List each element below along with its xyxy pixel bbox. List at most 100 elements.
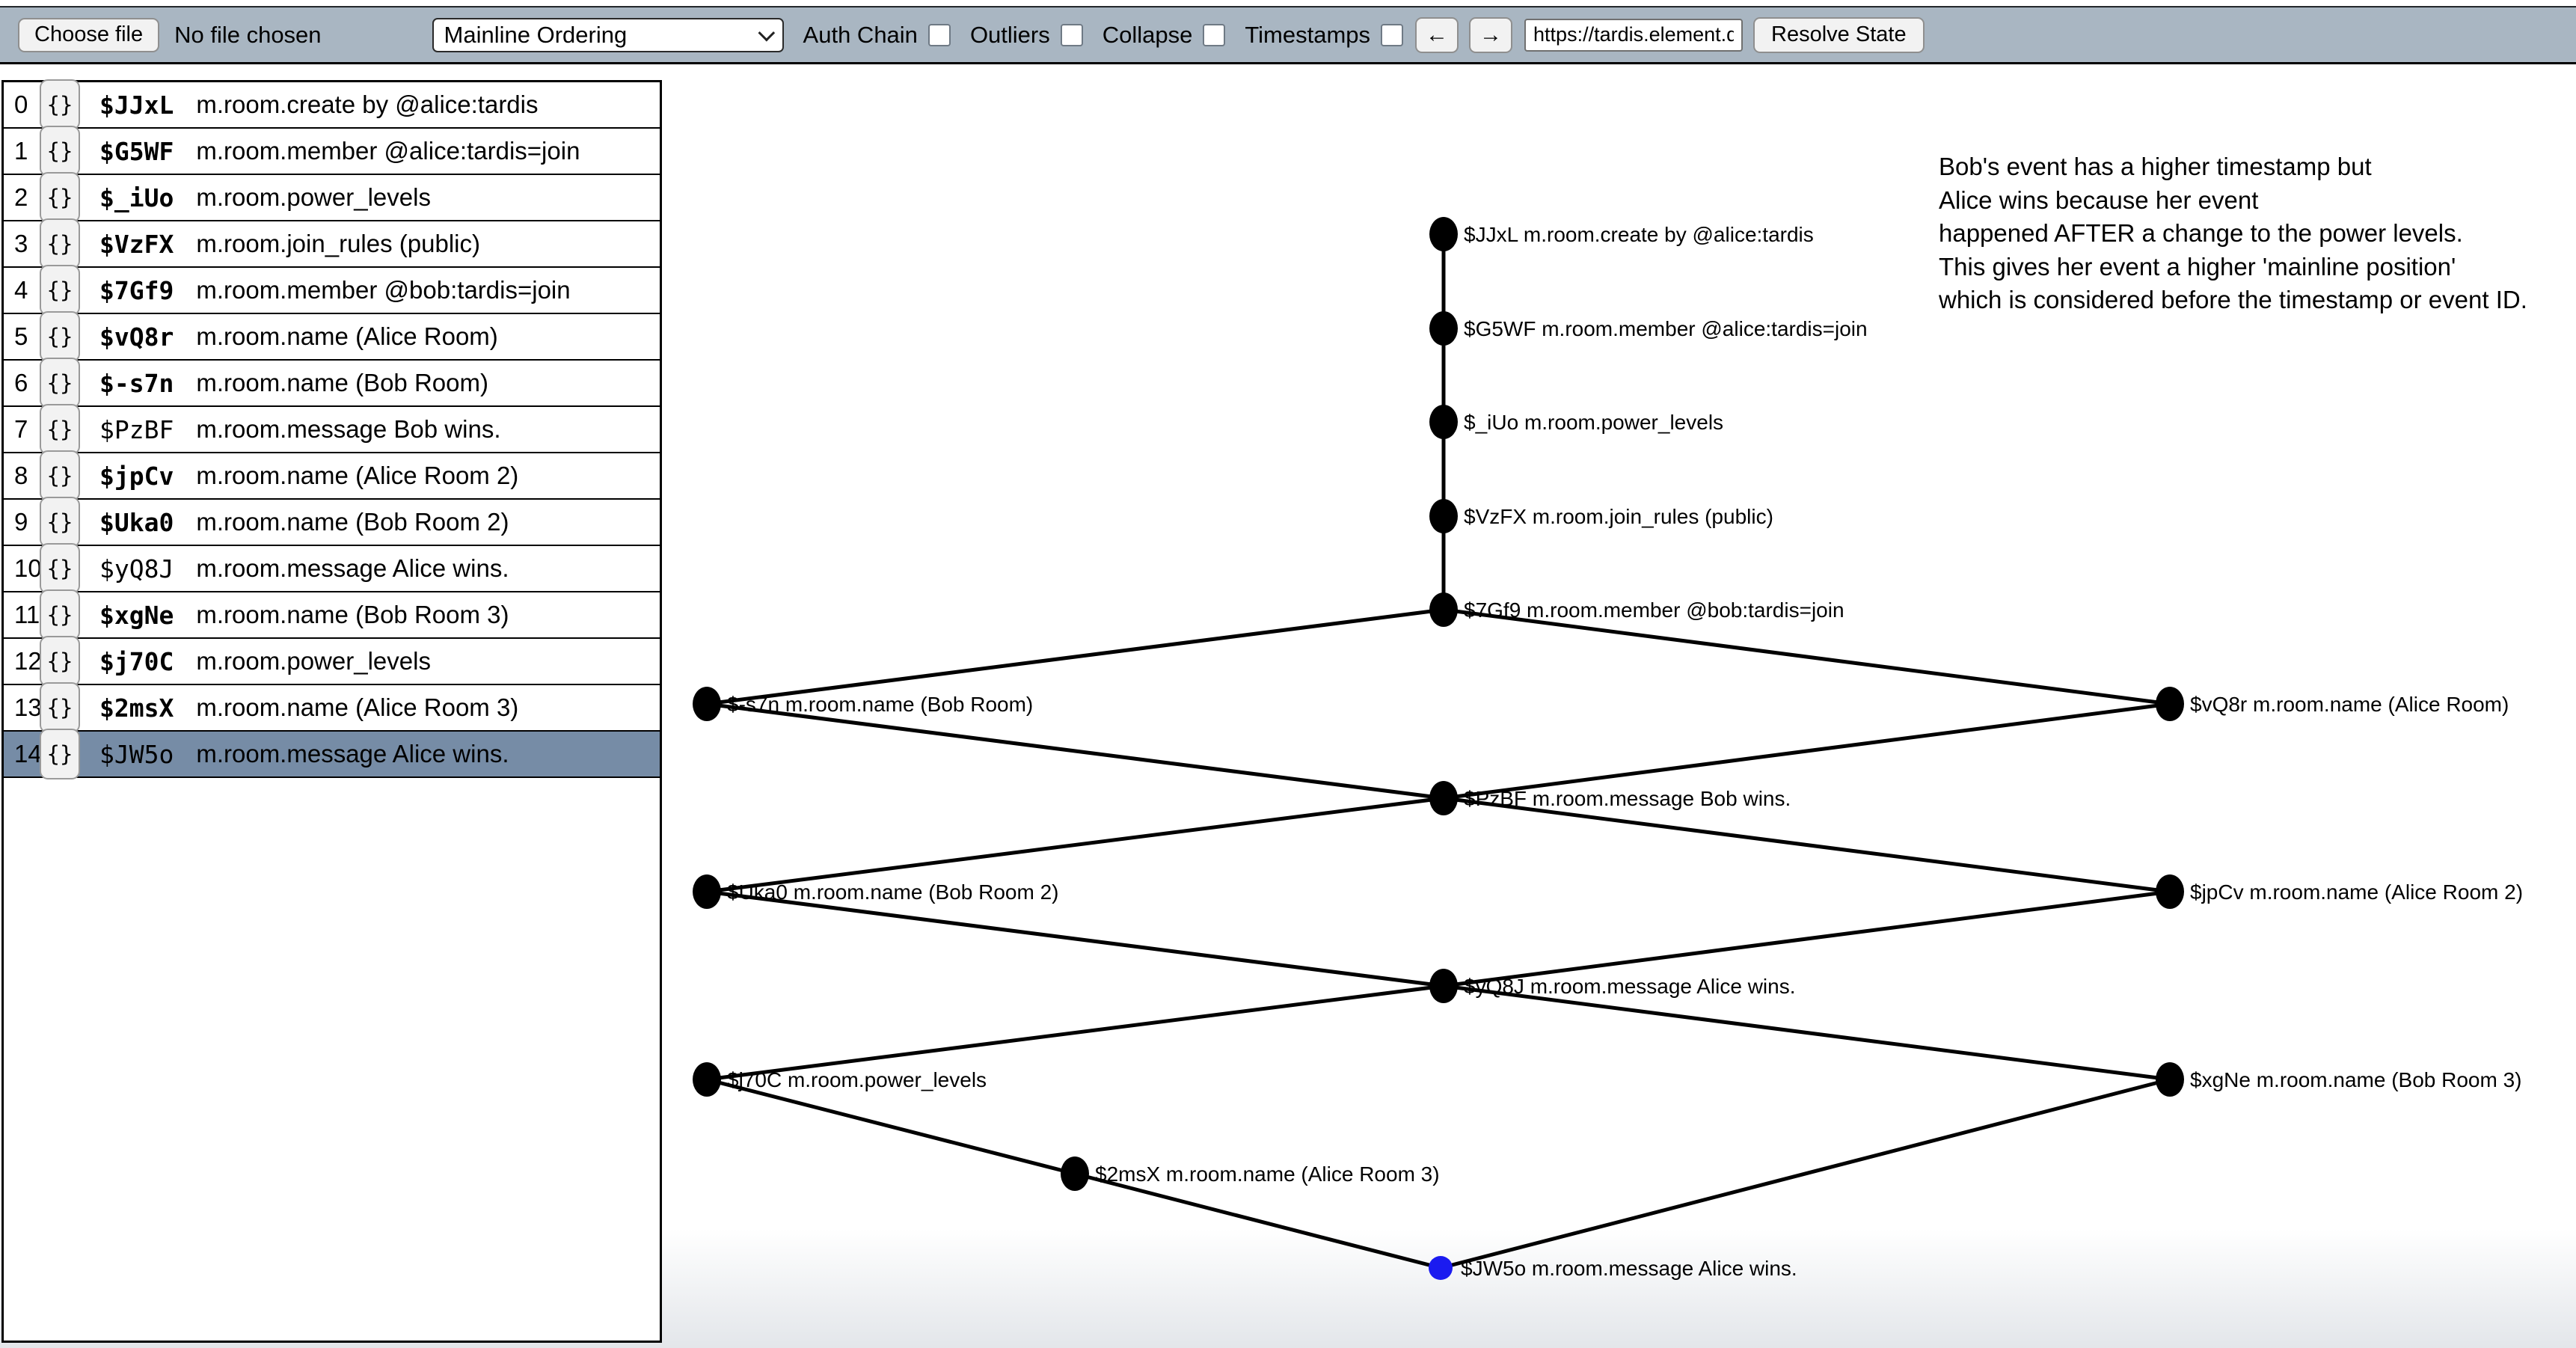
dag-node-label: $2msX m.room.name (Alice Room 3) bbox=[1095, 1162, 1440, 1186]
event-list-row[interactable]: 11 {} $xgNe m.room.name (Bob Room 3) bbox=[4, 589, 660, 640]
event-description: m.room.name (Bob Room 3) bbox=[196, 601, 509, 628]
collapse-checkbox[interactable] bbox=[1203, 23, 1226, 46]
event-list-row[interactable]: 5 {} $vQ8r m.room.name (Alice Room) bbox=[4, 311, 660, 362]
checkbox-group-collapse: Collapse bbox=[1103, 22, 1226, 49]
event-list-row[interactable]: 12 {} $j70C m.room.power_levels bbox=[4, 636, 660, 687]
event-list-row[interactable]: 2 {} $_iUo m.room.power_levels bbox=[4, 172, 660, 223]
dag-node-$jpCv[interactable] bbox=[2156, 874, 2184, 909]
dag-node-label: $Uka0 m.room.name (Bob Room 2) bbox=[727, 880, 1059, 904]
event-json-button[interactable]: {} bbox=[40, 79, 80, 130]
event-description: m.room.name (Alice Room) bbox=[196, 322, 498, 350]
event-description: m.room.join_rules (public) bbox=[196, 230, 480, 257]
event-list-row[interactable]: 7 {} $PzBF m.room.message Bob wins. bbox=[4, 404, 660, 455]
event-id: $vQ8r bbox=[99, 322, 174, 352]
auth-chain-checkbox[interactable] bbox=[927, 23, 951, 46]
event-json-button[interactable]: {} bbox=[40, 543, 80, 594]
event-index: 10 bbox=[14, 554, 42, 582]
event-json-button[interactable]: {} bbox=[40, 589, 80, 640]
event-list-row[interactable]: 6 {} $-s7n m.room.name (Bob Room) bbox=[4, 358, 660, 408]
timestamps-checkbox[interactable] bbox=[1381, 23, 1404, 46]
ordering-select[interactable]: Mainline Ordering bbox=[432, 17, 784, 52]
event-json-button[interactable]: {} bbox=[40, 450, 80, 501]
forward-button[interactable]: → bbox=[1469, 16, 1513, 53]
dag-node-$-s7n[interactable] bbox=[693, 687, 721, 721]
dag-node-$_iUo[interactable] bbox=[1429, 405, 1458, 439]
event-index: 14 bbox=[14, 740, 42, 768]
event-description: m.room.message Alice wins. bbox=[196, 554, 509, 582]
dag-node-label: $7Gf9 m.room.member @bob:tardis=join bbox=[1464, 598, 1844, 622]
ordering-select-value: Mainline Ordering bbox=[444, 21, 628, 48]
event-json-button[interactable]: {} bbox=[40, 404, 80, 455]
event-id: $_iUo bbox=[99, 183, 174, 212]
dag-node-$G5WF[interactable] bbox=[1429, 311, 1458, 346]
event-id: $Uka0 bbox=[99, 507, 174, 537]
event-json-button[interactable]: {} bbox=[40, 218, 80, 269]
event-id: $xgNe bbox=[99, 600, 174, 630]
event-json-button[interactable]: {} bbox=[40, 497, 80, 548]
event-list: 0 {} $JJxL m.room.create by @alice:tardi… bbox=[1, 79, 662, 1343]
event-json-button[interactable]: {} bbox=[40, 729, 80, 779]
event-description: m.room.member @alice:tardis=join bbox=[196, 137, 580, 165]
event-index: 13 bbox=[14, 693, 42, 721]
event-list-row[interactable]: 10 {} $yQ8J m.room.message Alice wins. bbox=[4, 543, 660, 594]
dag-edge bbox=[1074, 1171, 1441, 1270]
checkbox-group-timestamps: Timestamps bbox=[1245, 22, 1404, 49]
event-id: $JW5o bbox=[99, 739, 174, 769]
checkbox-label: Collapse bbox=[1102, 21, 1193, 48]
event-id: $yQ8J bbox=[99, 554, 174, 583]
event-description: m.room.message Bob wins. bbox=[196, 415, 501, 443]
event-index: 12 bbox=[14, 647, 42, 675]
dag-edge bbox=[1443, 796, 2171, 894]
event-json-button[interactable]: {} bbox=[40, 358, 80, 408]
event-list-row[interactable]: 4 {} $7Gf9 m.room.member @bob:tardis=joi… bbox=[4, 265, 660, 316]
checkbox-group-auth-chain: Auth Chain bbox=[803, 22, 951, 49]
event-list-row[interactable]: 3 {} $VzFX m.room.join_rules (public) bbox=[4, 218, 660, 269]
dag-node-$yQ8J[interactable] bbox=[1429, 969, 1458, 1003]
event-list-row[interactable]: 14 {} $JW5o m.room.message Alice wins. bbox=[4, 729, 660, 779]
event-list-row[interactable]: 8 {} $jpCv m.room.name (Alice Room 2) bbox=[4, 450, 660, 501]
dag-node-$vQ8r[interactable] bbox=[2156, 687, 2184, 721]
event-list-row[interactable]: 9 {} $Uka0 m.room.name (Bob Room 2) bbox=[4, 497, 660, 548]
checkbox-group-outliers: Outliers bbox=[970, 22, 1083, 49]
dag-node-$xgNe[interactable] bbox=[2156, 1062, 2184, 1097]
event-json-button[interactable]: {} bbox=[40, 126, 80, 177]
dag-node-$2msX[interactable] bbox=[1061, 1156, 1089, 1191]
event-json-button[interactable]: {} bbox=[40, 265, 80, 316]
dag-node-$JW5o[interactable] bbox=[1429, 1256, 1453, 1280]
dag-node-label: $jpCv m.room.name (Alice Room 2) bbox=[2190, 880, 2523, 904]
event-json-button[interactable]: {} bbox=[40, 172, 80, 223]
choose-file-button[interactable]: Choose file bbox=[18, 17, 160, 52]
back-button[interactable]: ← bbox=[1415, 16, 1459, 53]
event-list-row[interactable]: 0 {} $JJxL m.room.create by @alice:tardi… bbox=[4, 79, 660, 130]
outliers-checkbox[interactable] bbox=[1060, 23, 1083, 46]
event-id: $7Gf9 bbox=[99, 275, 174, 305]
dag-node-$j70C[interactable] bbox=[693, 1062, 721, 1097]
dag-node-label: $JJxL m.room.create by @alice:tardis bbox=[1464, 223, 1814, 246]
event-id: $jpCv bbox=[99, 461, 174, 491]
server-url-input[interactable] bbox=[1524, 18, 1744, 52]
dag-node-label: $-s7n m.room.name (Bob Room) bbox=[727, 693, 1033, 716]
event-id: $PzBF bbox=[99, 414, 174, 444]
event-list-row[interactable]: 1 {} $G5WF m.room.member @alice:tardis=j… bbox=[4, 126, 660, 177]
event-id: $-s7n bbox=[99, 368, 174, 398]
dag-node-$7Gf9[interactable] bbox=[1429, 592, 1458, 627]
dag-node-$Uka0[interactable] bbox=[693, 874, 721, 909]
event-json-button[interactable]: {} bbox=[40, 311, 80, 362]
dag-edge bbox=[1443, 889, 2171, 988]
resolve-state-button[interactable]: Resolve State bbox=[1753, 16, 1925, 53]
annotation-line: This gives her event a higher 'mainline … bbox=[1939, 252, 2456, 281]
event-json-button[interactable]: {} bbox=[40, 636, 80, 687]
dag-edge bbox=[1440, 1077, 2171, 1270]
dag-node-$PzBF[interactable] bbox=[1429, 781, 1458, 815]
dag-node-label: $xgNe m.room.name (Bob Room 3) bbox=[2190, 1068, 2522, 1091]
event-description: m.room.name (Alice Room 3) bbox=[196, 693, 519, 721]
event-json-button[interactable]: {} bbox=[40, 682, 80, 733]
event-list-row[interactable]: 13 {} $2msX m.room.name (Alice Room 3) bbox=[4, 682, 660, 733]
annotation-line: happened AFTER a change to the power lev… bbox=[1939, 219, 2463, 247]
dag-node-$JJxL[interactable] bbox=[1429, 217, 1458, 251]
event-id: $2msX bbox=[99, 693, 174, 723]
dag-node-label: $G5WF m.room.member @alice:tardis=join bbox=[1464, 317, 1868, 340]
event-description: m.room.power_levels bbox=[196, 183, 431, 211]
dag-node-$VzFX[interactable] bbox=[1429, 499, 1458, 533]
